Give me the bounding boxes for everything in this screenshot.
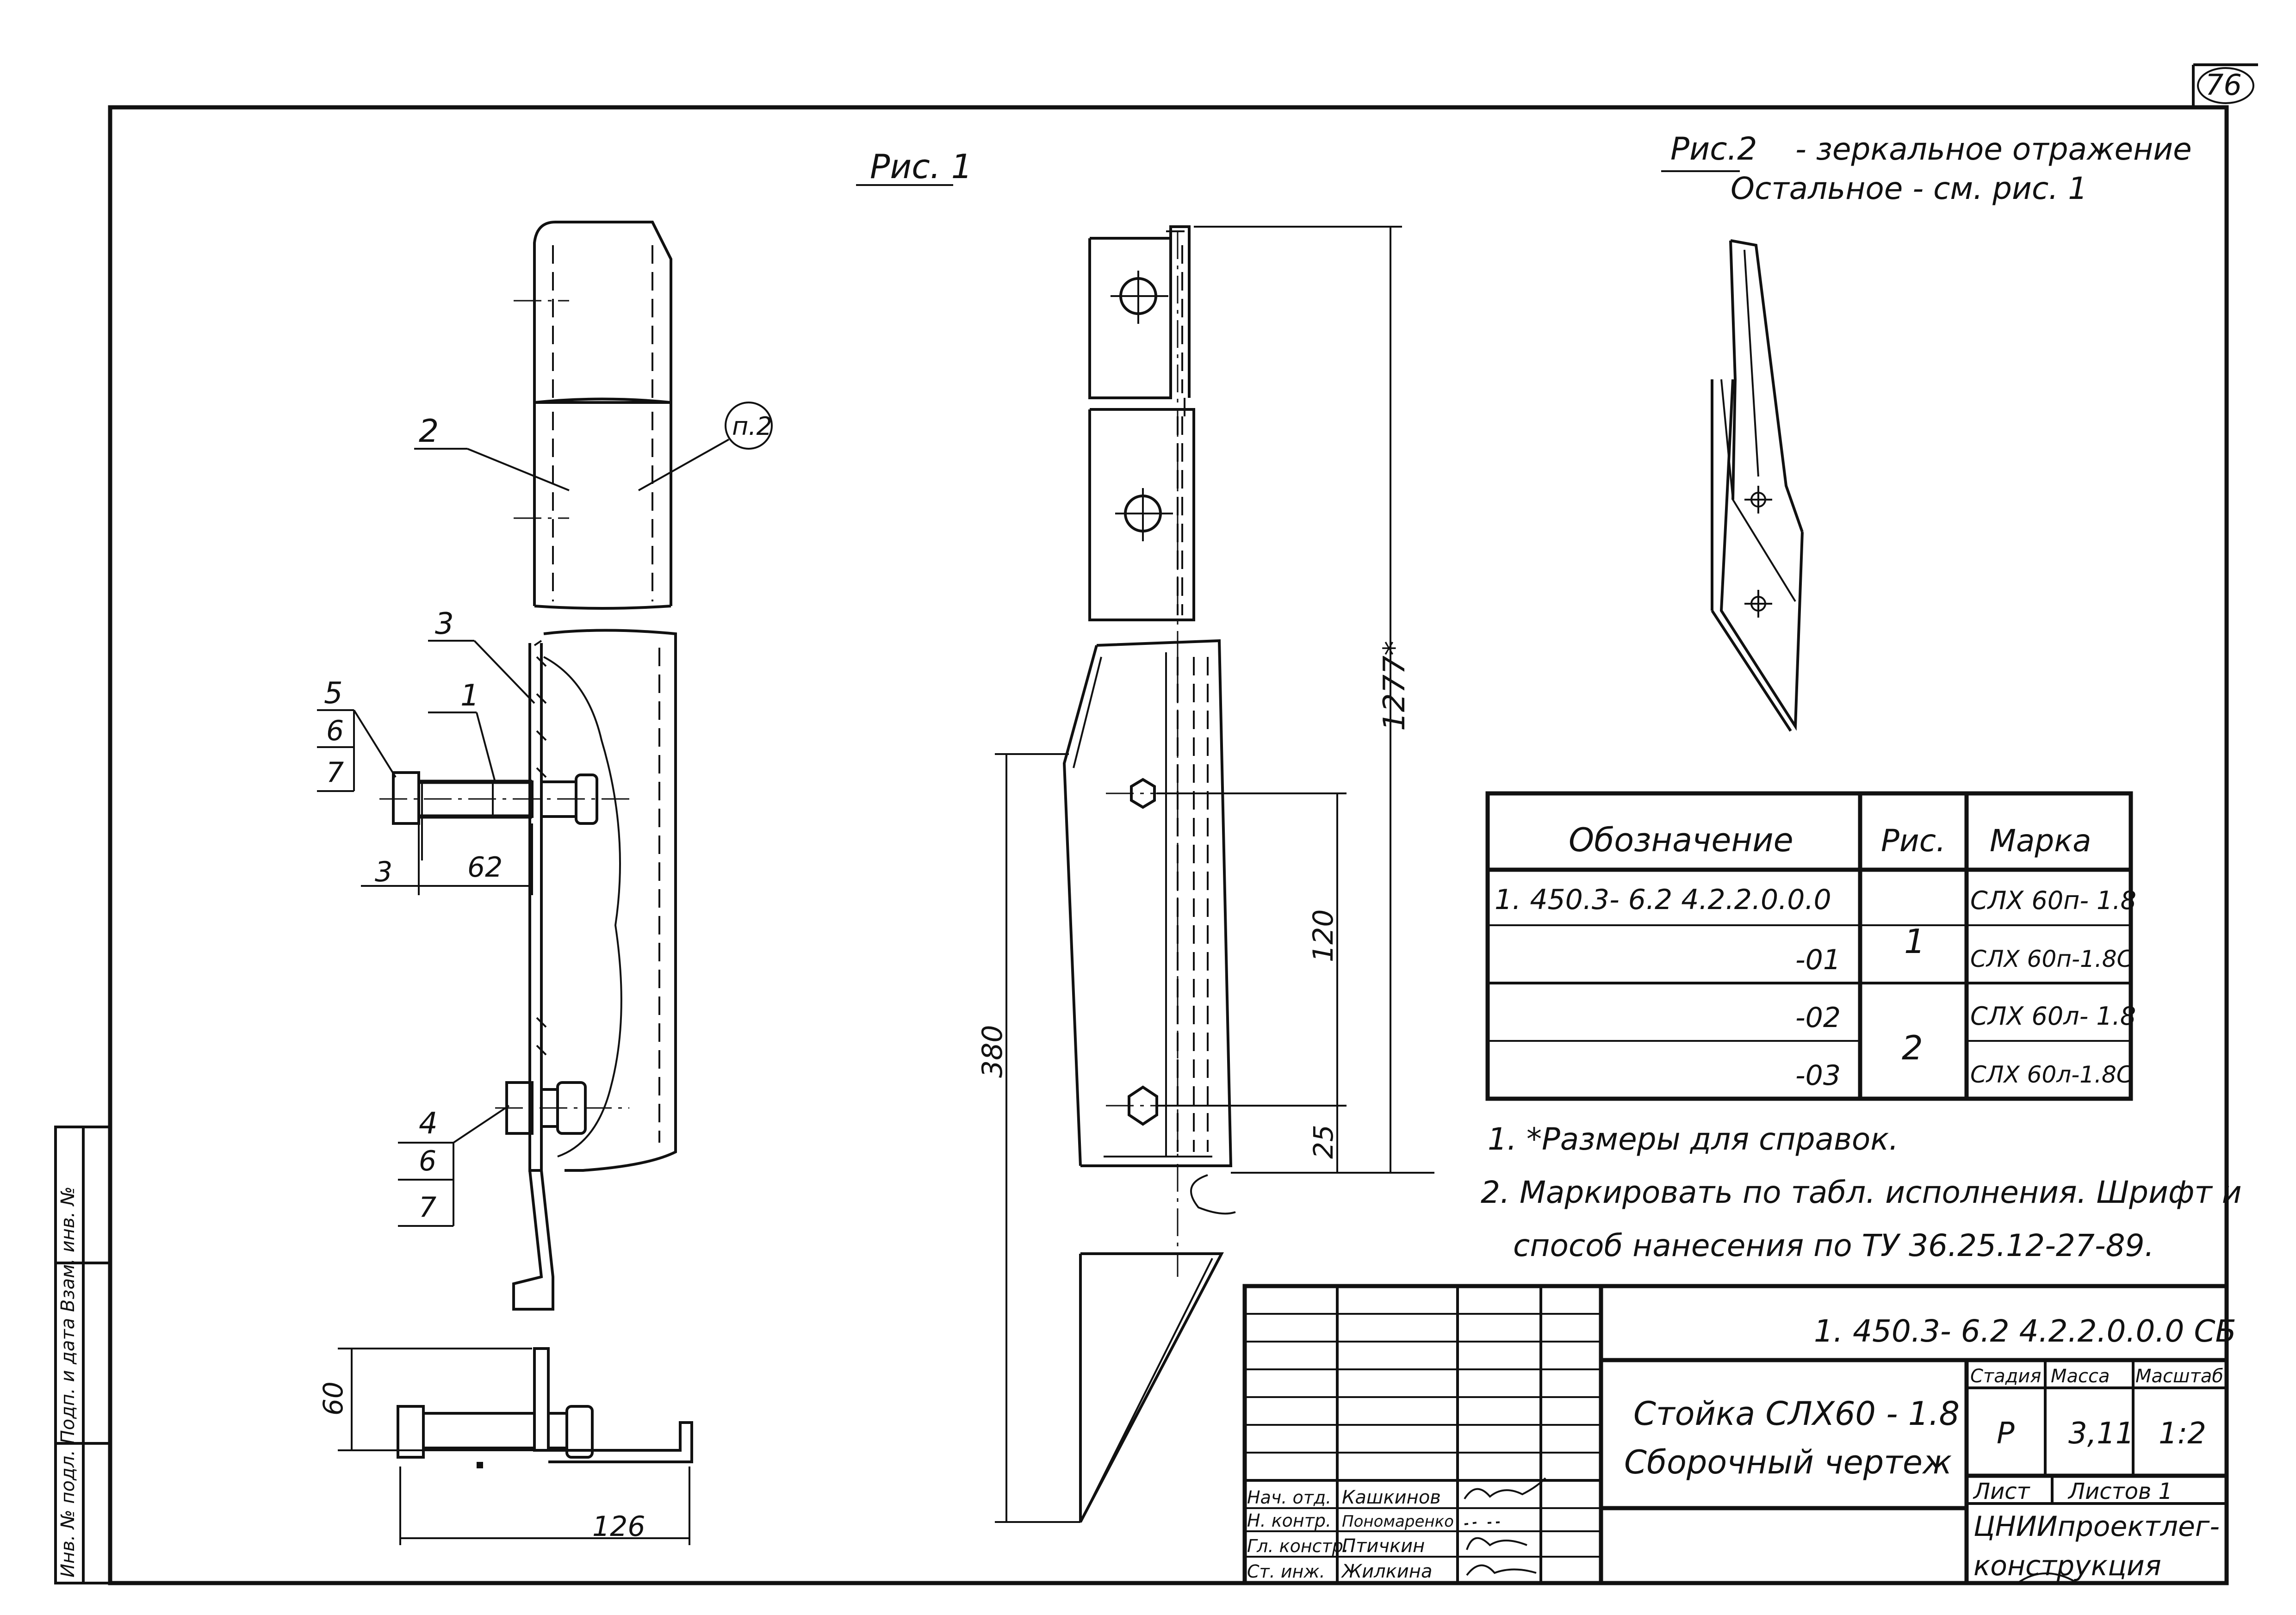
sheets-label: Листов 1 — [2067, 1479, 2172, 1504]
stage-label: Стадия — [1970, 1366, 2041, 1387]
org-line-1: ЦНИИпроектлег- — [1973, 1510, 2220, 1543]
sig-name-2: Птичкин — [1342, 1535, 1425, 1557]
sig-role-1: Н. контр. — [1247, 1510, 1331, 1531]
svg-text:п.2: п.2 — [732, 412, 772, 441]
svg-text:126: 126 — [592, 1510, 645, 1543]
sig-role-2: Гл. констр. — [1247, 1536, 1349, 1556]
table-row-0-designation: 1. 450.3- 6.2 4.2.2.0.0.0 — [1495, 884, 1831, 916]
scale-label: Масштаб — [2135, 1366, 2223, 1387]
fig1-callouts: 2 п.2 3 1 5 6 7 4 6 7 — [317, 402, 773, 1227]
svg-text:25: 25 — [1308, 1125, 1339, 1159]
svg-text:2: 2 — [419, 413, 439, 450]
fig1-side-view — [379, 221, 677, 1311]
table-row-1-designation: -01 — [1795, 944, 1841, 976]
mass-value: 3,11 — [2068, 1417, 2135, 1451]
svg-text:6: 6 — [326, 715, 344, 747]
svg-text:Инв. № подл. Подп. и дата: Инв. № подл. Подп. и дата Взам. инв. № — [57, 1187, 79, 1578]
fig2-note-line2: Остальное - см. рис. 1 — [1731, 171, 2087, 206]
table-row-1-mark: СЛХ 60п-1.8С — [1970, 946, 2133, 972]
signature-marks — [1464, 1477, 1546, 1576]
svg-text:7: 7 — [419, 1191, 436, 1224]
sheet-frame — [108, 105, 2229, 1585]
table-row-2-mark: СЛХ 60л- 1.8 — [1970, 1002, 2136, 1031]
sig-name-1: Пономаренко — [1342, 1512, 1454, 1531]
table-header-mark: Марка — [1990, 823, 2091, 859]
side-stamp: Инв. № подл. Подп. и дата Взам. инв. № — [54, 1126, 112, 1584]
sheet-number: 76 — [2205, 68, 2242, 102]
org-line-2: конструкция — [1973, 1550, 2161, 1582]
title-block — [1242, 1284, 2229, 1585]
designation-table — [1485, 791, 2133, 1101]
sig-role-3: Ст. инж. — [1247, 1561, 1325, 1582]
fig2-label: Рис.2 — [1670, 131, 1757, 167]
svg-text:3: 3 — [375, 856, 392, 888]
svg-text:4: 4 — [419, 1107, 438, 1141]
fig1-front-view — [1062, 225, 1236, 1523]
table-fig-1: 1 — [1904, 922, 1925, 961]
svg-text:1: 1 — [460, 679, 479, 713]
fig1-plan-view: 60 126 — [317, 1347, 693, 1545]
svg-text:3: 3 — [435, 607, 454, 641]
table-header-fig: Рис. — [1881, 823, 1946, 859]
note-3: способ нанесения по ТУ 36.25.12-27-89. — [1513, 1228, 2154, 1263]
sheet-label: Лист — [1973, 1479, 2031, 1504]
table-row-3-mark: СЛХ 60л-1.8С — [1970, 1061, 2133, 1088]
title-line-1: Стойка СЛХ60 - 1.8 — [1633, 1395, 1960, 1433]
sheet-number-box — [2192, 63, 2258, 107]
svg-text:62: 62 — [467, 851, 503, 884]
mass-label: Масса — [2051, 1366, 2110, 1387]
table-header-designation: Обозначение — [1569, 821, 1793, 859]
fig2-view — [1711, 239, 1804, 732]
table-fig-2: 2 — [1902, 1028, 1923, 1067]
note-2: 2. Маркировать по табл. исполнения. Шриф… — [1481, 1175, 2242, 1210]
sig-name-3: Жилкина — [1340, 1561, 1432, 1582]
table-row-2-designation: -02 — [1795, 1002, 1841, 1034]
table-row-3-designation: -03 — [1795, 1059, 1841, 1092]
sheet-number-circle — [2197, 67, 2254, 104]
svg-text:7: 7 — [326, 756, 344, 789]
fig1-bolt-upper — [379, 771, 629, 860]
scale-value: 1:2 — [2159, 1417, 2206, 1451]
svg-text:380: 380 — [976, 1025, 1009, 1078]
note-1: 1. *Размеры для справок. — [1488, 1121, 1899, 1157]
fig2-note-line1: - зеркальное отражение — [1795, 131, 2192, 167]
fig1-label: Рис. 1 — [870, 147, 972, 186]
svg-text:5: 5 — [324, 676, 343, 711]
svg-text:1277*: 1277* — [1378, 641, 1412, 731]
org-stamp-arc — [2017, 1572, 2079, 1584]
table-row-0-mark: СЛХ 60п- 1.8 — [1970, 886, 2136, 915]
front-view-dims: 1277* 120 25 380 — [976, 226, 1434, 1523]
svg-text:120: 120 — [1307, 909, 1340, 962]
title-line-2: Сборочный чертеж — [1624, 1443, 1952, 1481]
sig-role-0: Нач. отд. — [1247, 1487, 1331, 1508]
svg-text:60: 60 — [317, 1381, 349, 1416]
sig-name-0: Кашкинов — [1342, 1487, 1441, 1508]
document-code: 1. 450.3- 6.2 4.2.2.0.0.0 СБ — [1814, 1313, 2236, 1349]
stage-value: Р — [1997, 1417, 2015, 1451]
fig1-dims-bolt: 3 62 — [361, 823, 533, 895]
svg-text:6: 6 — [419, 1145, 436, 1177]
